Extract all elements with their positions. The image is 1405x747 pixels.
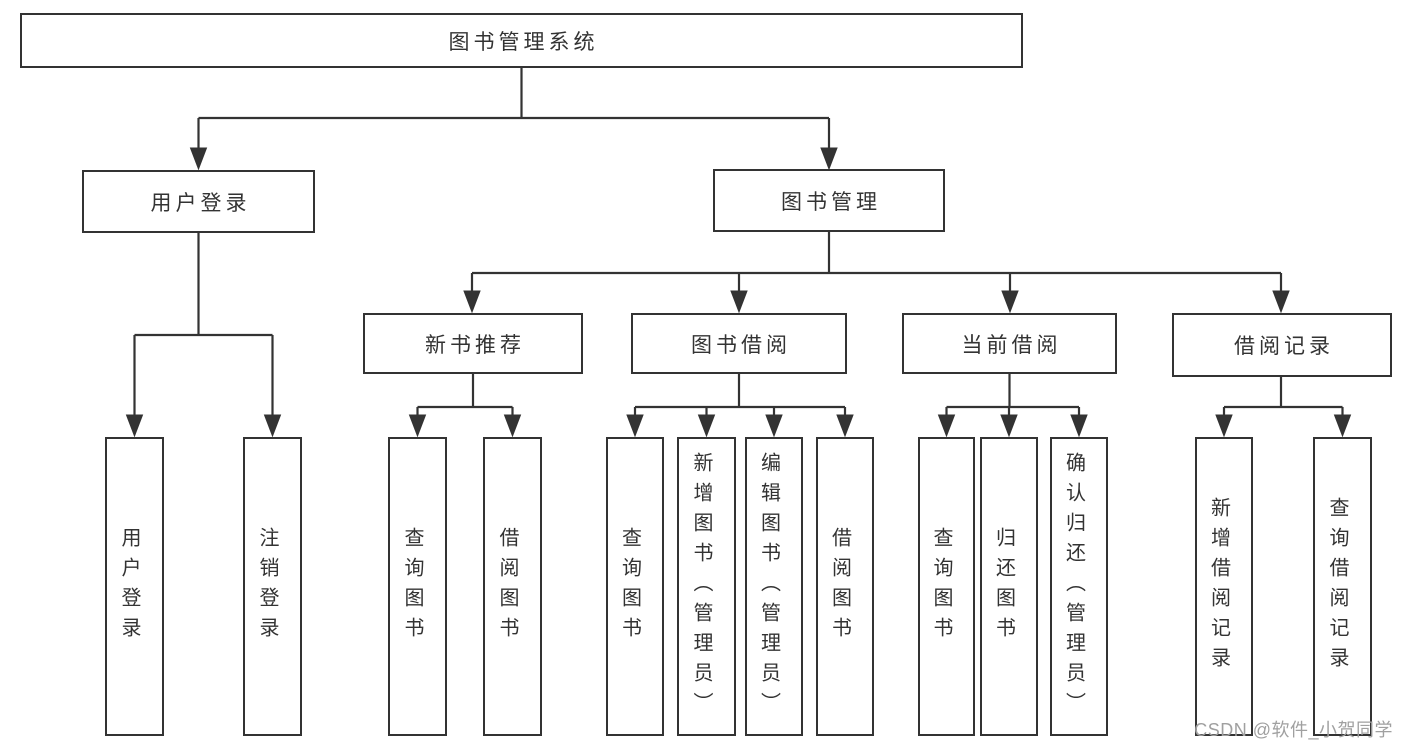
leaf-label: 确认归还（管理员） [1062, 451, 1085, 722]
leaf-query-books: 查询图书 [606, 437, 664, 736]
leaf-query-books: 查询图书 [918, 437, 975, 736]
leaf-label: 新增借阅记录 [1207, 496, 1230, 677]
leaf-edit-book-admin: 编辑图书（管理员） [745, 437, 803, 736]
leaf-label: 借阅图书 [828, 526, 851, 647]
leaf-query-books: 查询图书 [388, 437, 447, 736]
node-label: 图书管理系统 [448, 30, 599, 54]
node-book-management: 图书管理 [713, 169, 945, 232]
node-label: 图书借阅 [691, 333, 791, 357]
node-label: 新书推荐 [425, 333, 525, 357]
leaf-label: 查询图书 [401, 526, 423, 647]
node-label: 当前借阅 [961, 333, 1062, 357]
leaf-label: 查询图书 [930, 526, 952, 647]
leaf-borrow-books: 借阅图书 [816, 437, 874, 736]
node-label: 图书管理 [781, 190, 881, 214]
leaf-label: 归还图书 [992, 526, 1015, 647]
node-library-management-system: 图书管理系统 [20, 13, 1023, 68]
leaf-borrow-books: 借阅图书 [483, 437, 542, 736]
leaf-confirm-return-admin: 确认归还（管理员） [1050, 437, 1108, 736]
leaf-label: 用户登录 [118, 526, 140, 647]
leaf-add-borrow-record: 新增借阅记录 [1195, 437, 1253, 736]
csdn-watermark: CSDN @软件_小贺同学 [1194, 720, 1393, 740]
leaf-query-borrow-record: 查询借阅记录 [1313, 437, 1372, 736]
node-new-book-recommendation: 新书推荐 [363, 313, 583, 374]
leaf-user-login: 用户登录 [105, 437, 164, 736]
node-label: 借阅记录 [1234, 335, 1334, 358]
leaf-label: 借阅图书 [496, 526, 518, 647]
leaf-return-books: 归还图书 [980, 437, 1038, 736]
node-user-login: 用户登录 [82, 170, 315, 233]
node-borrowing-records: 借阅记录 [1172, 313, 1392, 377]
node-current-borrowing: 当前借阅 [902, 313, 1117, 374]
leaf-label: 新增图书（管理员） [690, 451, 712, 722]
leaf-add-book-admin: 新增图书（管理员） [677, 437, 736, 736]
leaf-label: 查询图书 [618, 526, 641, 647]
node-label: 用户登录 [150, 191, 251, 215]
leaf-label: 查询借阅记录 [1326, 496, 1348, 677]
arrowheads [125, 147, 1352, 438]
node-book-borrowing: 图书借阅 [631, 313, 847, 374]
leaf-logout: 注销登录 [243, 437, 302, 736]
leaf-label: 编辑图书（管理员） [757, 451, 780, 722]
leaf-label: 注销登录 [256, 526, 278, 647]
